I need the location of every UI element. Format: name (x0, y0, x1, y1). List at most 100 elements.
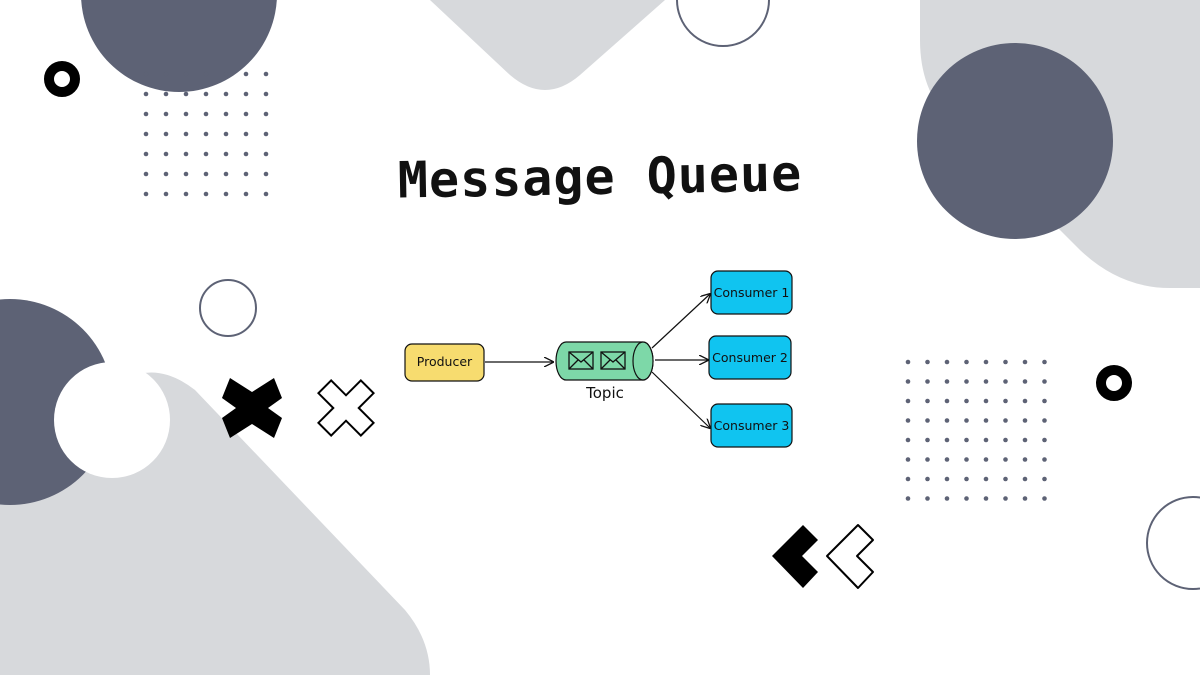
decor-dot (203, 131, 209, 137)
decor-dot (183, 171, 189, 177)
outline-circle-left (199, 279, 257, 337)
dark-circle-top-left (81, 0, 277, 92)
decor-dot (243, 91, 249, 97)
decor-dot (143, 151, 149, 157)
decor-dot (263, 71, 269, 77)
decor-dot (183, 191, 189, 197)
ring-dot-right (1096, 365, 1132, 401)
ring-dot-left (44, 61, 80, 97)
decor-dot (243, 191, 249, 197)
decor-dot (983, 496, 989, 501)
decor-dot (925, 437, 930, 443)
arrow-topic-to-consumer-1 (651, 294, 710, 349)
decor-dot (964, 476, 969, 482)
decor-dot (905, 457, 911, 462)
decor-dot (1042, 398, 1047, 404)
decor-dot (983, 437, 989, 443)
decor-dot (944, 496, 950, 501)
decor-dot (905, 437, 911, 443)
decor-dot (1003, 359, 1008, 365)
decor-dot (983, 359, 989, 365)
decor-dot (1003, 437, 1008, 443)
decor-dot (925, 457, 930, 462)
decor-dot (203, 71, 209, 77)
decor-dot (983, 379, 989, 384)
consumer-label-3: Consumer 3 (713, 418, 790, 433)
decor-dot (163, 111, 169, 117)
decor-dot (944, 418, 950, 423)
decor-dot (925, 379, 930, 384)
decor-dot (163, 71, 169, 77)
decor-dot (163, 151, 169, 157)
decor-dot (1003, 418, 1008, 423)
decor-dot (263, 171, 269, 177)
decor-dot (983, 418, 989, 423)
decor-dot (1022, 359, 1028, 365)
decor-dot (905, 496, 911, 501)
consumer-label-2: Consumer 2 (712, 350, 788, 365)
consumer-node-1 (710, 270, 793, 315)
decor-dot (263, 191, 269, 197)
decor-dot (143, 111, 149, 117)
envelope-icon (568, 351, 594, 370)
decor-dot (944, 476, 950, 482)
decor-dot (263, 131, 269, 137)
decor-dot (163, 131, 169, 137)
decor-dot (925, 398, 930, 404)
decor-dot (964, 437, 969, 443)
decor-dot (925, 359, 930, 365)
decor-dot (223, 171, 229, 177)
decor-dot (183, 151, 189, 157)
decor-dot (1042, 359, 1047, 365)
decor-dot (203, 91, 209, 97)
producer-label: Producer (416, 354, 473, 369)
decor-dot (1022, 476, 1028, 482)
decor-dot (905, 379, 911, 384)
decor-dot (183, 91, 189, 97)
decor-dot (964, 359, 969, 365)
decor-dot (143, 131, 149, 137)
decor-dot (983, 457, 989, 462)
decor-dot (944, 379, 950, 384)
solid-x-mark (222, 378, 282, 438)
decor-dot (964, 457, 969, 462)
decor-dot (163, 171, 169, 177)
outline-circle-right (1146, 496, 1200, 590)
decor-dot (203, 171, 209, 177)
dot-grid-left (143, 71, 269, 197)
page-title: Message Queue (397, 144, 803, 210)
decor-dot (243, 171, 249, 177)
decor-dot (1022, 398, 1028, 404)
decor-dot (1022, 496, 1028, 501)
decor-dot (925, 418, 930, 423)
envelope-icon (600, 351, 626, 370)
decor-dot (925, 476, 930, 482)
decor-dot (944, 457, 950, 462)
decor-dot (163, 91, 169, 97)
solid-chevron-left (772, 525, 818, 588)
decor-dot (983, 398, 989, 404)
consumer-node-3 (710, 403, 793, 448)
dot-grid-right (905, 359, 1047, 501)
topic-label: Topic (586, 384, 624, 402)
decor-dot (905, 418, 911, 423)
decor-dot (263, 91, 269, 97)
consumer-label-1: Consumer 1 (713, 285, 790, 300)
decor-dot (1042, 496, 1047, 501)
decor-dot (1042, 437, 1047, 443)
decor-dot (905, 476, 911, 482)
decor-dot (223, 91, 229, 97)
decor-dot (1003, 476, 1008, 482)
arrow-topic-to-consumer-3 (651, 371, 710, 428)
decor-dot (243, 71, 249, 77)
decor-dot (983, 476, 989, 482)
outline-chevron-left (826, 524, 874, 589)
outline-circle-top (676, 0, 770, 47)
decor-dot (925, 496, 930, 501)
decor-dot (223, 131, 229, 137)
decor-dot (1022, 379, 1028, 384)
decor-dot (223, 111, 229, 117)
decor-dot (203, 111, 209, 117)
decor-dot (905, 398, 911, 404)
